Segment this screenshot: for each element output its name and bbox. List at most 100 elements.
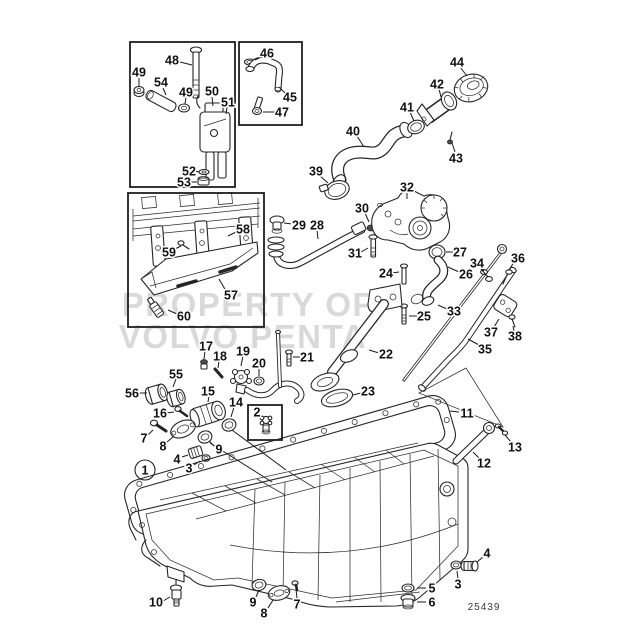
leader-line bbox=[147, 429, 154, 436]
callout-57: 57 bbox=[224, 289, 238, 303]
leader-line bbox=[172, 378, 177, 388]
part-bracket-37 bbox=[493, 294, 518, 318]
part-bolt-31 bbox=[368, 234, 378, 258]
leader-line bbox=[456, 570, 459, 580]
part-nozzle-2 bbox=[259, 415, 273, 435]
callout-37: 37 bbox=[484, 326, 498, 340]
callout-8: 8 bbox=[160, 440, 167, 454]
leader-line bbox=[278, 86, 286, 94]
leader-line bbox=[230, 406, 235, 418]
inset-boxes bbox=[127, 41, 303, 441]
leader-line bbox=[194, 170, 200, 173]
leader-line bbox=[211, 96, 214, 107]
callout-51: 51 bbox=[221, 96, 235, 110]
callout-27: 27 bbox=[453, 246, 467, 260]
callout-30: 30 bbox=[355, 202, 369, 216]
leader-line bbox=[451, 142, 456, 153]
part-oring-3b bbox=[450, 560, 462, 570]
leader-line bbox=[231, 429, 287, 471]
callout-35: 35 bbox=[478, 343, 492, 357]
leader-line bbox=[167, 309, 178, 315]
inset-box-4 bbox=[247, 404, 283, 441]
leader-line bbox=[255, 589, 260, 598]
callout-12: 12 bbox=[477, 457, 491, 471]
callout-3: 3 bbox=[186, 462, 193, 476]
callout-16: 16 bbox=[153, 407, 167, 421]
part-filler-pipe-28 bbox=[267, 221, 367, 269]
leader-line bbox=[508, 261, 515, 271]
part-pipe-45 bbox=[245, 56, 284, 93]
leader-line bbox=[352, 392, 362, 396]
callout-2: 2 bbox=[254, 406, 261, 420]
part-nut-49b bbox=[177, 103, 191, 113]
part-bolt-7b bbox=[291, 580, 299, 592]
part-bolt-48 bbox=[189, 46, 203, 99]
callout-6: 6 bbox=[429, 596, 436, 610]
part-seal-9b bbox=[251, 578, 267, 592]
leader-line bbox=[283, 222, 293, 225]
callout-41: 41 bbox=[400, 101, 414, 115]
part-drain-tube-12 bbox=[452, 421, 496, 465]
leader-line bbox=[447, 266, 460, 273]
leader-line bbox=[267, 599, 274, 609]
part-plug-17 bbox=[200, 359, 208, 370]
part-plug-6 bbox=[400, 593, 416, 610]
part-bolt-38 bbox=[508, 314, 516, 328]
callout-22: 22 bbox=[379, 348, 393, 362]
leader-line bbox=[467, 338, 480, 346]
inset-box-3 bbox=[127, 192, 265, 328]
part-cap-53 bbox=[197, 176, 210, 186]
callout-18: 18 bbox=[213, 350, 227, 364]
leader-line bbox=[207, 395, 210, 403]
callout-60: 60 bbox=[177, 310, 191, 324]
leader-line bbox=[193, 460, 201, 466]
leader-line bbox=[208, 440, 215, 447]
callout-34: 34 bbox=[470, 257, 484, 271]
part-valve-19 bbox=[229, 329, 305, 404]
inset-box-2 bbox=[238, 41, 303, 126]
leader-line bbox=[209, 442, 273, 483]
callout-10: 10 bbox=[149, 596, 163, 610]
callout-31: 31 bbox=[348, 247, 362, 261]
callout-33: 33 bbox=[447, 305, 461, 319]
part-cap-29 bbox=[269, 215, 285, 234]
part-sensor-60 bbox=[147, 296, 164, 318]
leader-line bbox=[364, 212, 370, 223]
callout-24: 24 bbox=[379, 267, 393, 281]
part-drain-plug-10 bbox=[169, 579, 183, 607]
part-baffle-tray-57 bbox=[140, 241, 259, 296]
leader-line bbox=[319, 175, 329, 184]
leader-line bbox=[438, 88, 442, 98]
callout-43: 43 bbox=[449, 152, 463, 166]
callout-32: 32 bbox=[400, 181, 414, 195]
leader-line bbox=[459, 66, 468, 77]
inset-box-1 bbox=[129, 41, 236, 188]
callout-17: 17 bbox=[199, 340, 213, 354]
callout-20: 20 bbox=[252, 357, 266, 371]
callout-21: 21 bbox=[300, 351, 314, 365]
callout-5: 5 bbox=[429, 582, 436, 596]
part-stud-43 bbox=[447, 131, 453, 145]
callout-4: 4 bbox=[174, 453, 181, 467]
callout-58: 58 bbox=[236, 223, 250, 237]
callout-55: 55 bbox=[169, 368, 183, 382]
callout-36: 36 bbox=[511, 252, 525, 266]
callout-44: 44 bbox=[450, 56, 464, 70]
callout-50: 50 bbox=[205, 85, 219, 99]
leader-line bbox=[162, 87, 167, 96]
callout-42: 42 bbox=[430, 78, 444, 92]
callout-49: 49 bbox=[132, 66, 146, 80]
leader-line bbox=[165, 411, 175, 414]
callout-47: 47 bbox=[275, 106, 289, 120]
leader-line bbox=[409, 111, 415, 122]
leader-line bbox=[179, 61, 193, 66]
callout-9: 9 bbox=[216, 443, 223, 457]
leader-line bbox=[218, 278, 227, 292]
part-banjo-bolt-13 bbox=[494, 423, 509, 436]
leader-line bbox=[217, 360, 220, 369]
circled-index bbox=[134, 459, 156, 481]
callout-53: 53 bbox=[177, 176, 191, 190]
part-filler-neck-42 bbox=[416, 91, 458, 127]
callout-23: 23 bbox=[361, 385, 375, 399]
